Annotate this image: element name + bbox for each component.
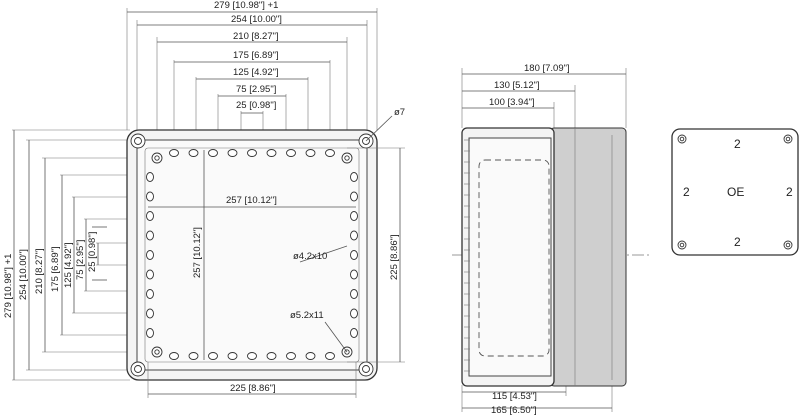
slot-hole bbox=[146, 211, 154, 221]
slot-hole bbox=[325, 149, 335, 157]
slot-hole bbox=[146, 269, 154, 280]
mount-hole-bottom-left bbox=[151, 346, 163, 358]
slot-hole bbox=[188, 352, 199, 360]
corner-screw-bottom-left bbox=[130, 361, 146, 377]
dim-left-210: 210 [8.27"] bbox=[34, 248, 45, 294]
dim-side-100: 100 [3.94"] bbox=[489, 97, 535, 108]
dim-left-25: 25 [0.98"] bbox=[87, 232, 98, 272]
slot-hole bbox=[266, 149, 277, 157]
slot-hole bbox=[350, 211, 358, 221]
side-view: 180 [7.09"] 130 [5.12"] 100 [3.94"] 115 … bbox=[452, 63, 650, 416]
side-lid-inner bbox=[468, 137, 552, 377]
slot-hole bbox=[227, 149, 238, 157]
knockout-left-label: 2 bbox=[683, 185, 690, 199]
slot-hole bbox=[169, 352, 179, 360]
hole-label-large: ø5.2x11 bbox=[290, 310, 324, 321]
lid-slot-holes bbox=[146, 149, 358, 360]
mount-hole-top-left bbox=[151, 152, 163, 164]
slot-hole bbox=[208, 149, 218, 157]
slot-hole bbox=[146, 289, 154, 299]
corner-label: ø7 bbox=[394, 107, 405, 118]
dim-left-175: 175 [6.89"] bbox=[50, 246, 61, 292]
dim-left-279: 279 [10.98"] +1 bbox=[3, 254, 14, 318]
slot-hole bbox=[266, 352, 277, 360]
slot-hole bbox=[305, 352, 316, 360]
mount-hole-top-right bbox=[341, 152, 353, 164]
dim-top-210: 210 [8.27"] bbox=[233, 31, 279, 42]
slot-hole bbox=[208, 352, 218, 360]
knockout-panel bbox=[671, 128, 799, 256]
slot-hole bbox=[350, 328, 358, 338]
dim-top-254: 254 [10.00"] bbox=[231, 14, 282, 25]
dim-top-279: 279 [10.98"] +1 bbox=[214, 0, 278, 11]
dim-left-125: 125 [4.92"] bbox=[63, 242, 74, 288]
slot-hole bbox=[247, 149, 257, 157]
knockout-right-label: 2 bbox=[786, 185, 793, 199]
knockout-top-label: 2 bbox=[734, 137, 741, 151]
dim-side-130: 130 [5.12"] bbox=[494, 80, 540, 91]
slot-hole bbox=[350, 172, 358, 182]
slot-hole bbox=[146, 191, 154, 202]
side-base-body bbox=[549, 127, 627, 387]
knockout-view: 2 2 2 OE 2 bbox=[671, 128, 799, 256]
front-lid-panel bbox=[136, 139, 368, 371]
slot-hole bbox=[227, 352, 238, 360]
dim-left-75: 75 [2.95"] bbox=[75, 240, 86, 280]
slot-hole bbox=[350, 250, 358, 260]
dim-right-225: 225 [8.86"] bbox=[389, 234, 400, 280]
corner-screw-bottom-right bbox=[358, 361, 374, 377]
dim-left-254: 254 [10.00"] bbox=[18, 249, 29, 300]
slot-hole bbox=[350, 289, 358, 299]
knockout-bottom-label: 2 bbox=[734, 235, 741, 249]
dim-bottom-225: 225 [8.86"] bbox=[230, 383, 276, 394]
front-inner-border bbox=[144, 147, 360, 363]
knockout-center-label: OE bbox=[727, 185, 744, 199]
dim-inner-vertical: 257 [10.12"] bbox=[192, 227, 203, 278]
slot-hole bbox=[325, 352, 335, 360]
dim-top-75: 75 [2.95"] bbox=[236, 84, 276, 95]
slot-hole bbox=[146, 328, 154, 338]
slot-hole bbox=[305, 149, 316, 157]
dim-top-175: 175 [6.89"] bbox=[233, 50, 279, 61]
slot-hole bbox=[350, 230, 358, 241]
slot-hole bbox=[146, 172, 154, 182]
dim-side-115: 115 [4.53"] bbox=[492, 391, 537, 402]
slot-hole bbox=[146, 308, 154, 319]
side-lid-ribs bbox=[464, 139, 470, 372]
dim-top-125: 125 [4.92"] bbox=[233, 67, 279, 78]
dim-inner-horizontal: 257 [10.12"] bbox=[226, 195, 277, 206]
slot-hole bbox=[350, 269, 358, 280]
slot-hole bbox=[188, 149, 199, 157]
dim-top-25: 25 [0.98"] bbox=[236, 100, 276, 111]
slot-hole bbox=[146, 230, 154, 241]
dim-side-180: 180 [7.09"] bbox=[524, 63, 570, 74]
slot-hole bbox=[350, 308, 358, 319]
slot-hole bbox=[286, 149, 296, 157]
corner-screw-top-left bbox=[130, 133, 146, 149]
slot-hole bbox=[247, 352, 257, 360]
slot-hole bbox=[350, 191, 358, 202]
slot-hole bbox=[146, 250, 154, 260]
front-view: 279 [10.98"] +1 254 [10.00"] 210 [8.27"]… bbox=[3, 0, 405, 398]
slot-hole bbox=[286, 352, 296, 360]
slot-hole bbox=[169, 149, 179, 157]
hole-label-small: ø4.2x10 bbox=[293, 251, 327, 262]
dim-side-165: 165 [6.50"] bbox=[491, 405, 537, 416]
